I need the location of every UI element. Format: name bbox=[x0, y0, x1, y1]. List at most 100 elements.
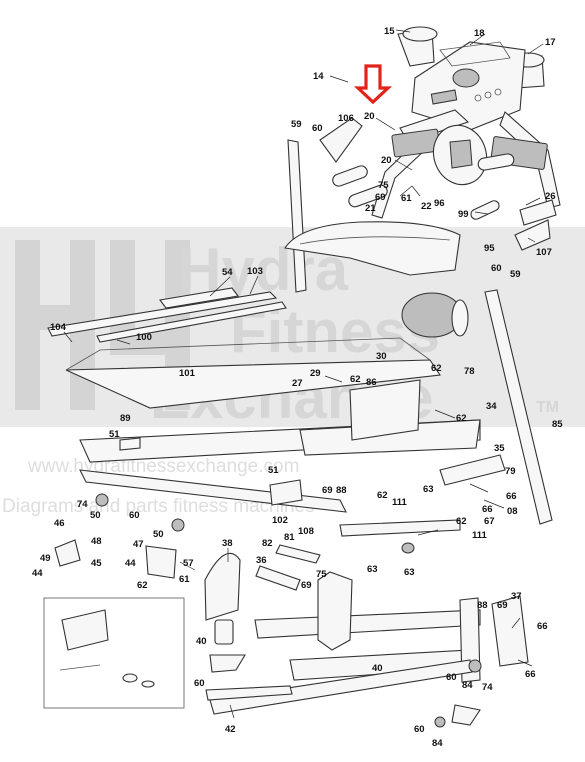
callout-60-right: 60 bbox=[491, 263, 502, 274]
callout-37: 37 bbox=[511, 591, 522, 602]
callout-63: 63 bbox=[423, 484, 434, 495]
callout-102: 102 bbox=[272, 515, 288, 526]
callout-66-a: 66 bbox=[506, 491, 517, 502]
callout-62-mid: 62 bbox=[350, 374, 361, 385]
callout-86: 86 bbox=[366, 377, 377, 388]
callout-95: 95 bbox=[484, 243, 495, 254]
callout-69-lower: 69 bbox=[301, 580, 312, 591]
callout-48: 48 bbox=[91, 536, 102, 547]
callout-63-lower: 63 bbox=[367, 564, 378, 575]
callout-15: 15 bbox=[384, 26, 395, 37]
callout-57: 57 bbox=[183, 558, 194, 569]
callout-17: 17 bbox=[545, 37, 556, 48]
callout-54: 54 bbox=[222, 267, 233, 278]
callout-104: 104 bbox=[50, 322, 67, 333]
callout-69: 69 bbox=[375, 192, 386, 203]
callout-63-right: 63 bbox=[404, 567, 415, 578]
callout-100: 100 bbox=[136, 332, 152, 343]
callout-67: 67 bbox=[484, 516, 495, 527]
watermark-url: www.hydrafitnessexchange.com bbox=[27, 456, 299, 477]
callout-60-bottom: 60 bbox=[414, 724, 425, 735]
callout-107: 107 bbox=[536, 247, 552, 258]
callout-50-left: 50 bbox=[90, 510, 101, 521]
callout-85: 85 bbox=[552, 419, 563, 430]
callout-108: 108 bbox=[298, 526, 314, 537]
callout-69-right: 69 bbox=[497, 600, 508, 611]
watermark-tagline: Diagrams and parts fitness machines bbox=[2, 496, 315, 517]
callout-49: 49 bbox=[40, 553, 51, 564]
callout-38: 38 bbox=[222, 538, 233, 549]
callout-75: 75 bbox=[378, 180, 389, 191]
callout-26: 26 bbox=[545, 191, 556, 202]
callout-66-right: 66 bbox=[537, 621, 548, 632]
callout-79: 79 bbox=[505, 466, 516, 477]
callout-69-mid: 69 bbox=[322, 485, 333, 496]
callout-59-right: 59 bbox=[510, 269, 521, 280]
callout-82: 82 bbox=[262, 538, 273, 549]
callout-34: 34 bbox=[486, 401, 497, 412]
callout-29: 29 bbox=[310, 368, 321, 379]
callout-62-bottom-left: 62 bbox=[137, 580, 148, 591]
callout-27: 27 bbox=[292, 378, 303, 389]
callout-66-bottom: 66 bbox=[525, 669, 536, 680]
leader-lines bbox=[63, 29, 544, 719]
callout-20-highlighted: 20 bbox=[364, 111, 375, 122]
callout-103: 103 bbox=[247, 266, 263, 277]
callout-40-left: 40 bbox=[196, 636, 207, 647]
callout-62-lower: 62 bbox=[377, 490, 388, 501]
callout-61-lower: 61 bbox=[179, 574, 190, 585]
callout-81: 81 bbox=[284, 532, 295, 543]
main-frame bbox=[47, 287, 553, 728]
callout-30: 30 bbox=[376, 351, 387, 362]
watermark-tm: TM bbox=[536, 399, 559, 416]
callout-20-lower: 20 bbox=[381, 155, 392, 166]
callout-47: 47 bbox=[133, 539, 144, 550]
callout-101: 101 bbox=[179, 368, 196, 379]
callout-22: 22 bbox=[421, 201, 432, 212]
callout-78: 78 bbox=[464, 366, 475, 377]
callout-75-lower: 75 bbox=[316, 569, 327, 580]
callout-50-mid: 50 bbox=[153, 529, 164, 540]
highlight-arrow-icon bbox=[353, 64, 393, 105]
callout-61: 61 bbox=[401, 193, 412, 204]
callout-35: 35 bbox=[494, 443, 505, 454]
callout-66-b: 66 bbox=[482, 504, 493, 515]
callout-59: 59 bbox=[291, 119, 302, 130]
callout-88-lower: 88 bbox=[477, 600, 488, 611]
callout-62-upper: 62 bbox=[431, 363, 442, 374]
callout-51-mid: 51 bbox=[268, 465, 279, 476]
callout-74-left: 74 bbox=[77, 499, 88, 510]
callout-60: 60 bbox=[312, 123, 323, 134]
callout-45: 45 bbox=[91, 558, 102, 569]
callout-96: 96 bbox=[434, 198, 445, 209]
callout-60-bottom-right: 60 bbox=[446, 672, 457, 683]
callout-21: 21 bbox=[365, 203, 376, 214]
callout-36: 36 bbox=[256, 555, 267, 566]
console-assembly bbox=[287, 26, 561, 293]
callout-08: 08 bbox=[507, 506, 518, 517]
callout-111-lower: 111 bbox=[472, 530, 488, 541]
callout-46: 46 bbox=[54, 518, 65, 529]
callout-99: 99 bbox=[458, 209, 469, 220]
callout-44-mid: 44 bbox=[125, 558, 136, 569]
callout-40-right: 40 bbox=[372, 663, 383, 674]
callout-106: 106 bbox=[338, 113, 354, 124]
callout-42: 42 bbox=[225, 724, 236, 735]
callout-88-mid: 88 bbox=[336, 485, 347, 496]
callout-44-left: 44 bbox=[32, 568, 43, 579]
callout-62-right: 62 bbox=[456, 413, 467, 424]
callout-89: 89 bbox=[120, 413, 131, 424]
callout-60-bottom-left: 60 bbox=[194, 678, 205, 689]
callout-111-upper: 111 bbox=[392, 497, 408, 508]
inset-frame bbox=[43, 597, 185, 709]
callout-labels: 15 18 17 14 20 59 60 106 20 75 69 61 96 … bbox=[32, 26, 563, 749]
callout-62-low-right: 62 bbox=[456, 516, 467, 527]
callout-74-right: 74 bbox=[482, 682, 493, 693]
callout-14: 14 bbox=[313, 71, 324, 82]
callout-51: 51 bbox=[109, 429, 120, 440]
inset-box bbox=[43, 437, 415, 709]
callout-18: 18 bbox=[474, 28, 485, 39]
motor-hood bbox=[284, 221, 461, 276]
